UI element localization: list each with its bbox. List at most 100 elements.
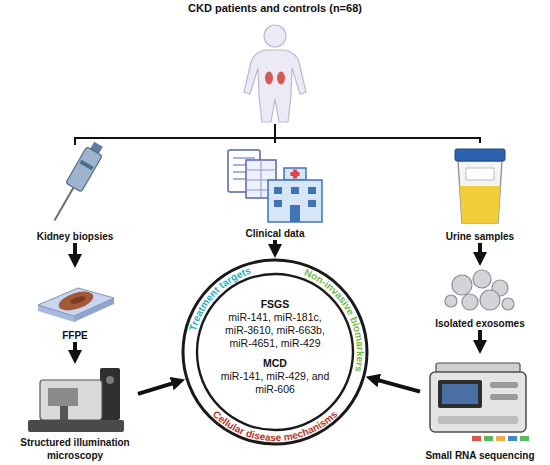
node-label: Clinical data <box>215 228 335 241</box>
clinical-data-icon <box>228 150 322 222</box>
microscope-objective <box>60 406 68 420</box>
split-line <box>75 124 275 145</box>
hospital-cross <box>291 172 300 176</box>
circle-content: FSGSmiR-141, miR-181c, miR-3610, miR-663… <box>219 298 331 396</box>
split-line <box>275 124 480 143</box>
group-label: CKD patients and controls (n=68) <box>170 2 380 124</box>
microscope-body <box>40 380 102 420</box>
table-grid <box>261 160 262 198</box>
flow-arrow <box>138 382 177 394</box>
step-node: Clinical data <box>215 143 335 240</box>
exosome <box>462 294 478 310</box>
base-mark <box>484 436 493 441</box>
caption-group: Clinical data <box>215 228 335 241</box>
flow-arrow <box>73 342 77 356</box>
cup-body <box>458 161 502 223</box>
group-heading: FSGS <box>219 298 331 311</box>
mirna-list: miR-141, miR-429, and miR-606 <box>219 370 331 396</box>
mirna-list: miR-141, miR-181c, miR-3610, miR-663b, m… <box>219 311 331 350</box>
caption-group: Kidney biopsies <box>20 231 130 244</box>
exosomes-icon <box>445 270 514 310</box>
split-line <box>274 124 276 143</box>
node-label: Isolated exosomes <box>420 318 540 331</box>
outer-ring <box>183 260 367 444</box>
step-node: Isolated exosomes <box>420 266 540 330</box>
exosome <box>502 298 514 310</box>
tissue-slice <box>56 288 95 314</box>
flow-arrow <box>73 243 77 260</box>
node-label: CKD patients and controls (n=68) <box>170 2 380 16</box>
sequencer-screen <box>438 380 482 408</box>
microscope-stage <box>48 388 78 406</box>
inner-ring <box>197 274 353 430</box>
hospital-window <box>291 187 299 194</box>
caption-group: CKD patients and controls (n=68) <box>170 2 380 16</box>
hospital-roof <box>284 168 306 180</box>
exosome <box>473 270 491 288</box>
cup-label <box>466 168 494 180</box>
microscope-base <box>28 420 124 432</box>
node-label: Urine samples <box>420 231 540 244</box>
flow-arrow <box>273 240 277 250</box>
hospital-window <box>308 187 316 194</box>
node-label: Structured illumination microscopy <box>12 437 138 462</box>
sequencer-body <box>430 372 526 432</box>
caption-group: FFPE <box>30 330 120 343</box>
hospital-window <box>274 200 282 207</box>
person-figure <box>244 25 306 122</box>
base-mark <box>520 436 529 441</box>
flow-arrow <box>373 379 420 392</box>
sequencer-icon <box>430 363 529 441</box>
caption-group: Small RNA sequencing <box>420 450 540 463</box>
kidney-symbol <box>265 72 273 85</box>
microscope-tower <box>100 368 120 420</box>
urine-fill <box>460 186 501 223</box>
hospital-window <box>274 187 282 194</box>
step-node: Structured illumination microscopy <box>12 364 138 462</box>
group-heading: MCD <box>219 357 331 370</box>
needle-band <box>79 160 93 170</box>
flow-arrow <box>478 243 482 258</box>
caption-group: Isolated exosomes <box>420 318 540 331</box>
microscope-knob <box>106 376 114 384</box>
block-top <box>38 288 114 316</box>
step-node: Kidney biopsies <box>20 145 130 243</box>
tissue-core <box>69 295 86 306</box>
hospital-door <box>290 205 300 222</box>
base-mark <box>508 436 517 441</box>
sequencer-display <box>442 384 478 404</box>
kidney-symbol <box>277 72 285 85</box>
sequencer-slot <box>490 394 518 400</box>
urine-cup-icon <box>455 149 505 223</box>
caption-group: Structured illumination microscopy <box>12 437 138 462</box>
hospital-window <box>308 200 316 207</box>
node-label: FFPE <box>30 330 120 343</box>
exosome <box>480 290 500 310</box>
microscope-icon <box>28 368 124 432</box>
step-node: Small RNA sequencing <box>420 354 540 462</box>
exosome <box>445 295 457 307</box>
step-node: FFPE <box>30 268 120 342</box>
record-line <box>233 157 255 159</box>
flow-arrow <box>478 330 482 346</box>
step-node: Urine samples <box>420 143 540 243</box>
circle-outline: Treatment targetsNon-invasive biomarkers… <box>181 258 369 446</box>
caption-group: Urine samples <box>420 231 540 244</box>
exosome <box>452 275 472 295</box>
base-mark <box>472 436 481 441</box>
biopsy-needle-icon <box>47 140 107 225</box>
person-body <box>244 50 306 122</box>
ffpe-block-icon <box>38 288 114 322</box>
needle-tip <box>55 188 74 221</box>
base-mark <box>496 436 505 441</box>
needle-body <box>66 147 103 192</box>
cup-lid <box>455 149 505 161</box>
node-label: Small RNA sequencing <box>420 450 540 463</box>
node-label: Kidney biopsies <box>20 231 130 244</box>
sequencer-tray <box>438 416 518 424</box>
ring-label: Cellular disease mechanisms <box>211 408 340 443</box>
sequencer-slot <box>490 382 518 388</box>
person-head <box>264 25 286 47</box>
